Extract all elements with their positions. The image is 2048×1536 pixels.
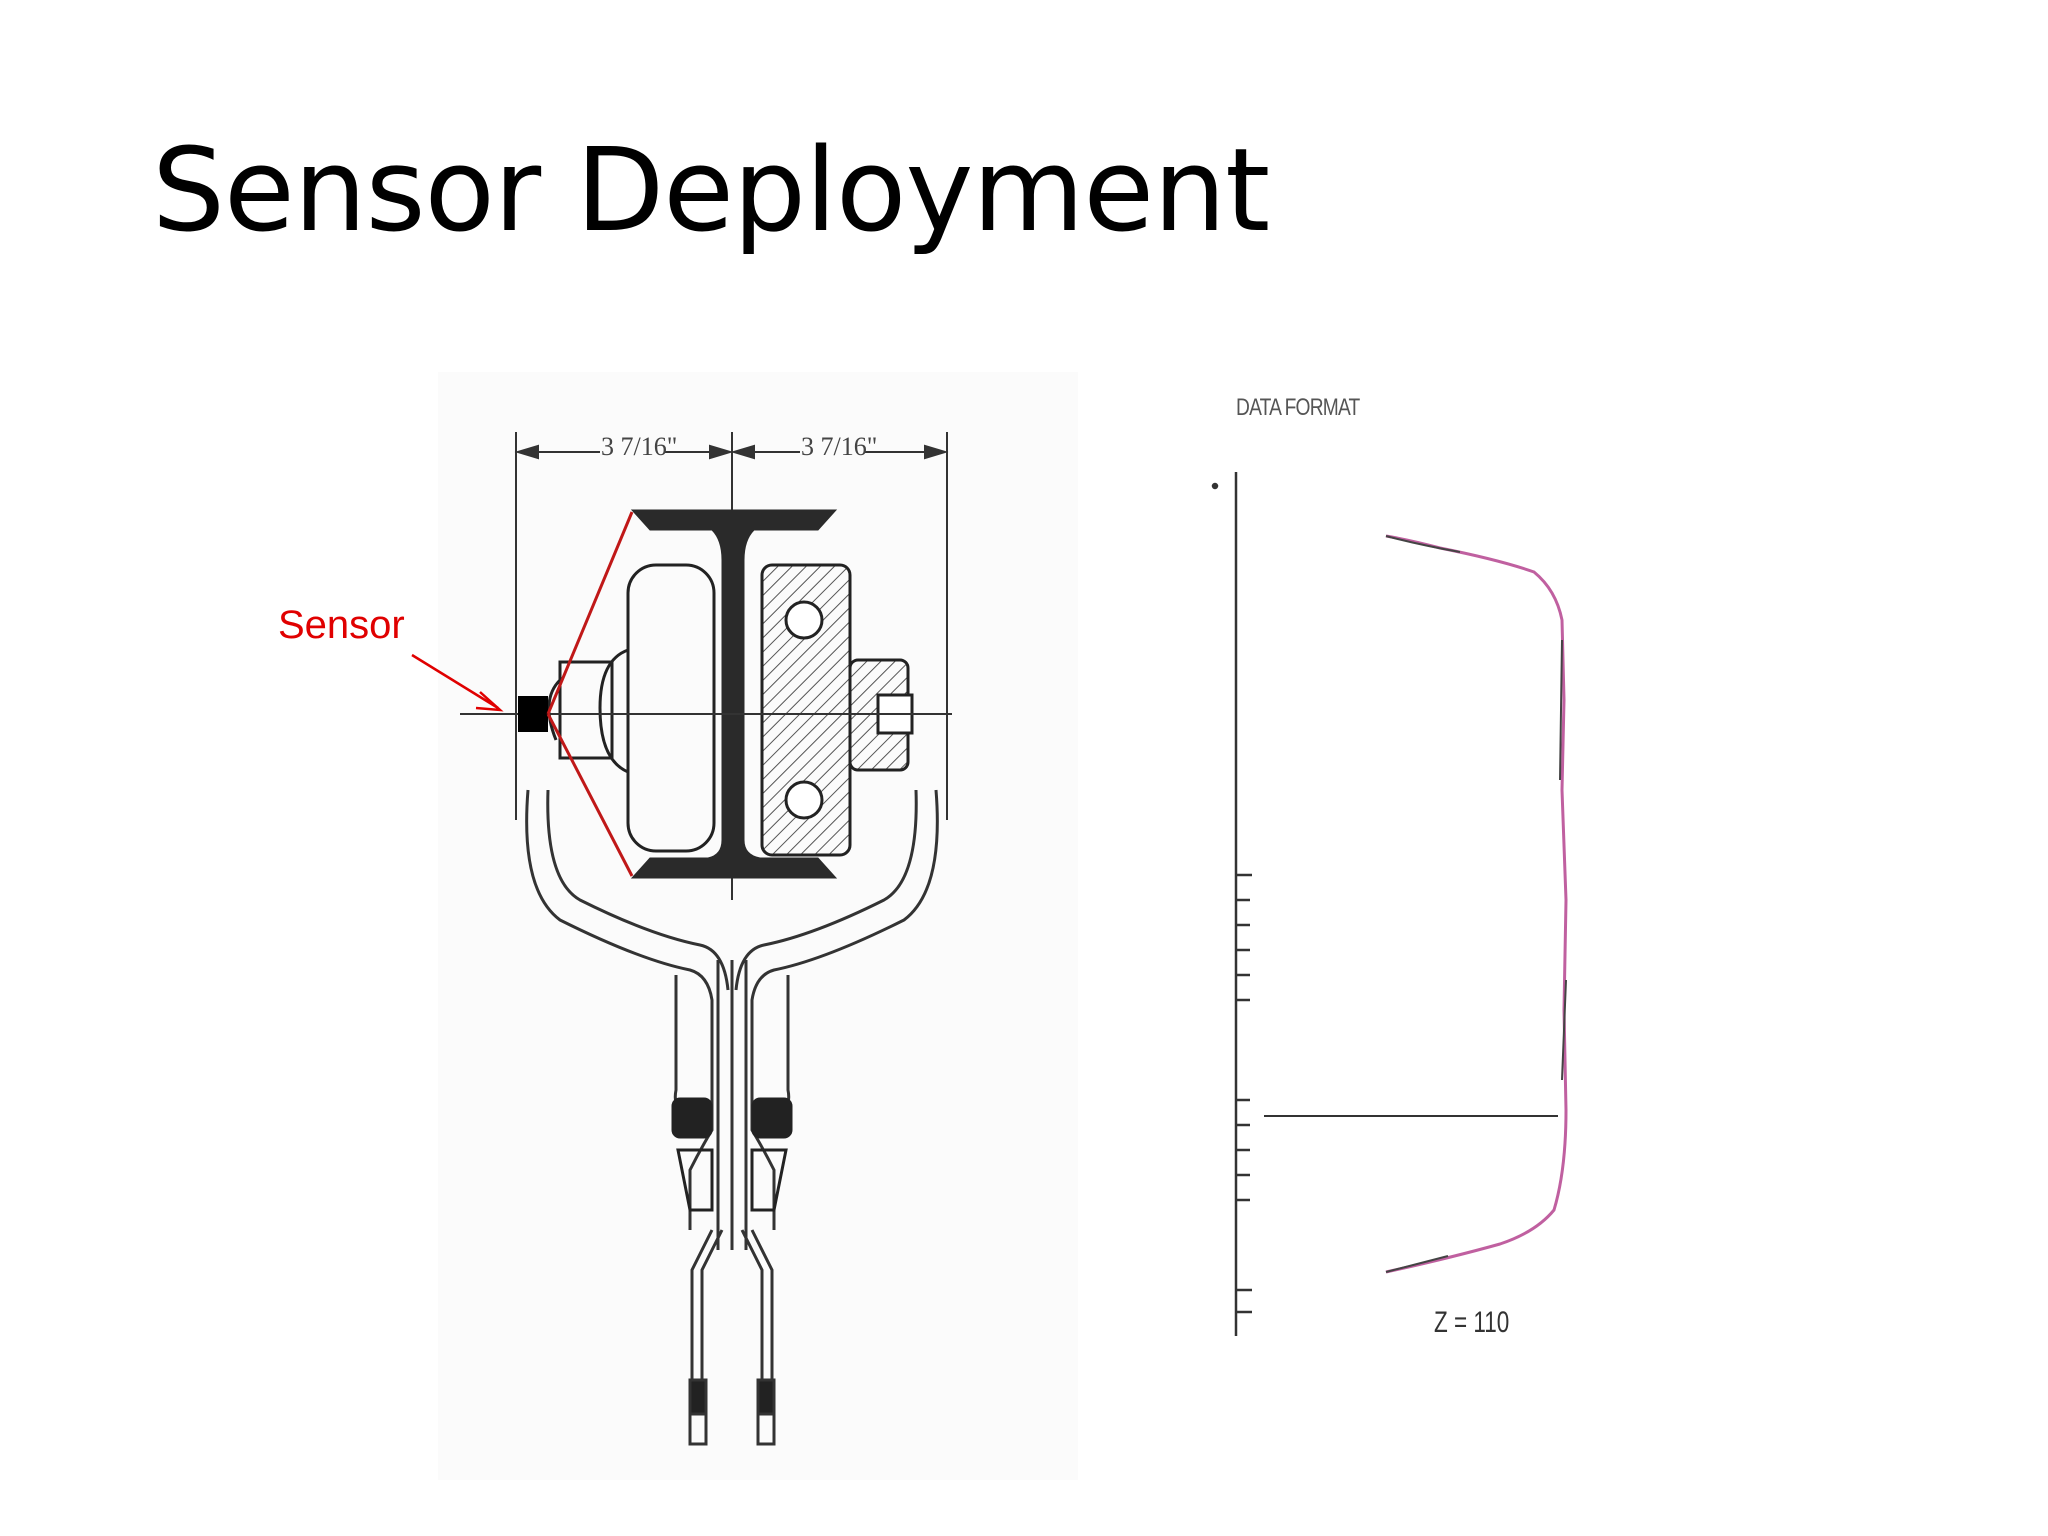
diagram-panel [438,372,1078,1480]
sensor-arrow [411,653,504,712]
i-beam [630,509,838,879]
dimension-label-right: 3 7/16" [801,432,878,461]
slide-title: Sensor Deployment [152,124,1270,258]
bearing-housing [760,563,914,857]
profile-axis [1211,472,1558,1336]
wheel [547,563,716,853]
profile-trace [1385,534,1568,1274]
z-value-label: Z = 110 [1434,1306,1510,1339]
clamps [671,1097,793,1212]
data-format-label: DATA FORMAT [1236,394,1360,421]
sensor-field-lines [546,511,634,877]
profile-trace-shadow [1385,535,1567,1273]
dimension-label-left: 3 7/16" [601,432,678,461]
sensor-block [518,696,548,732]
terminals [688,1229,776,1446]
sensor-label: Sensor [278,603,405,647]
